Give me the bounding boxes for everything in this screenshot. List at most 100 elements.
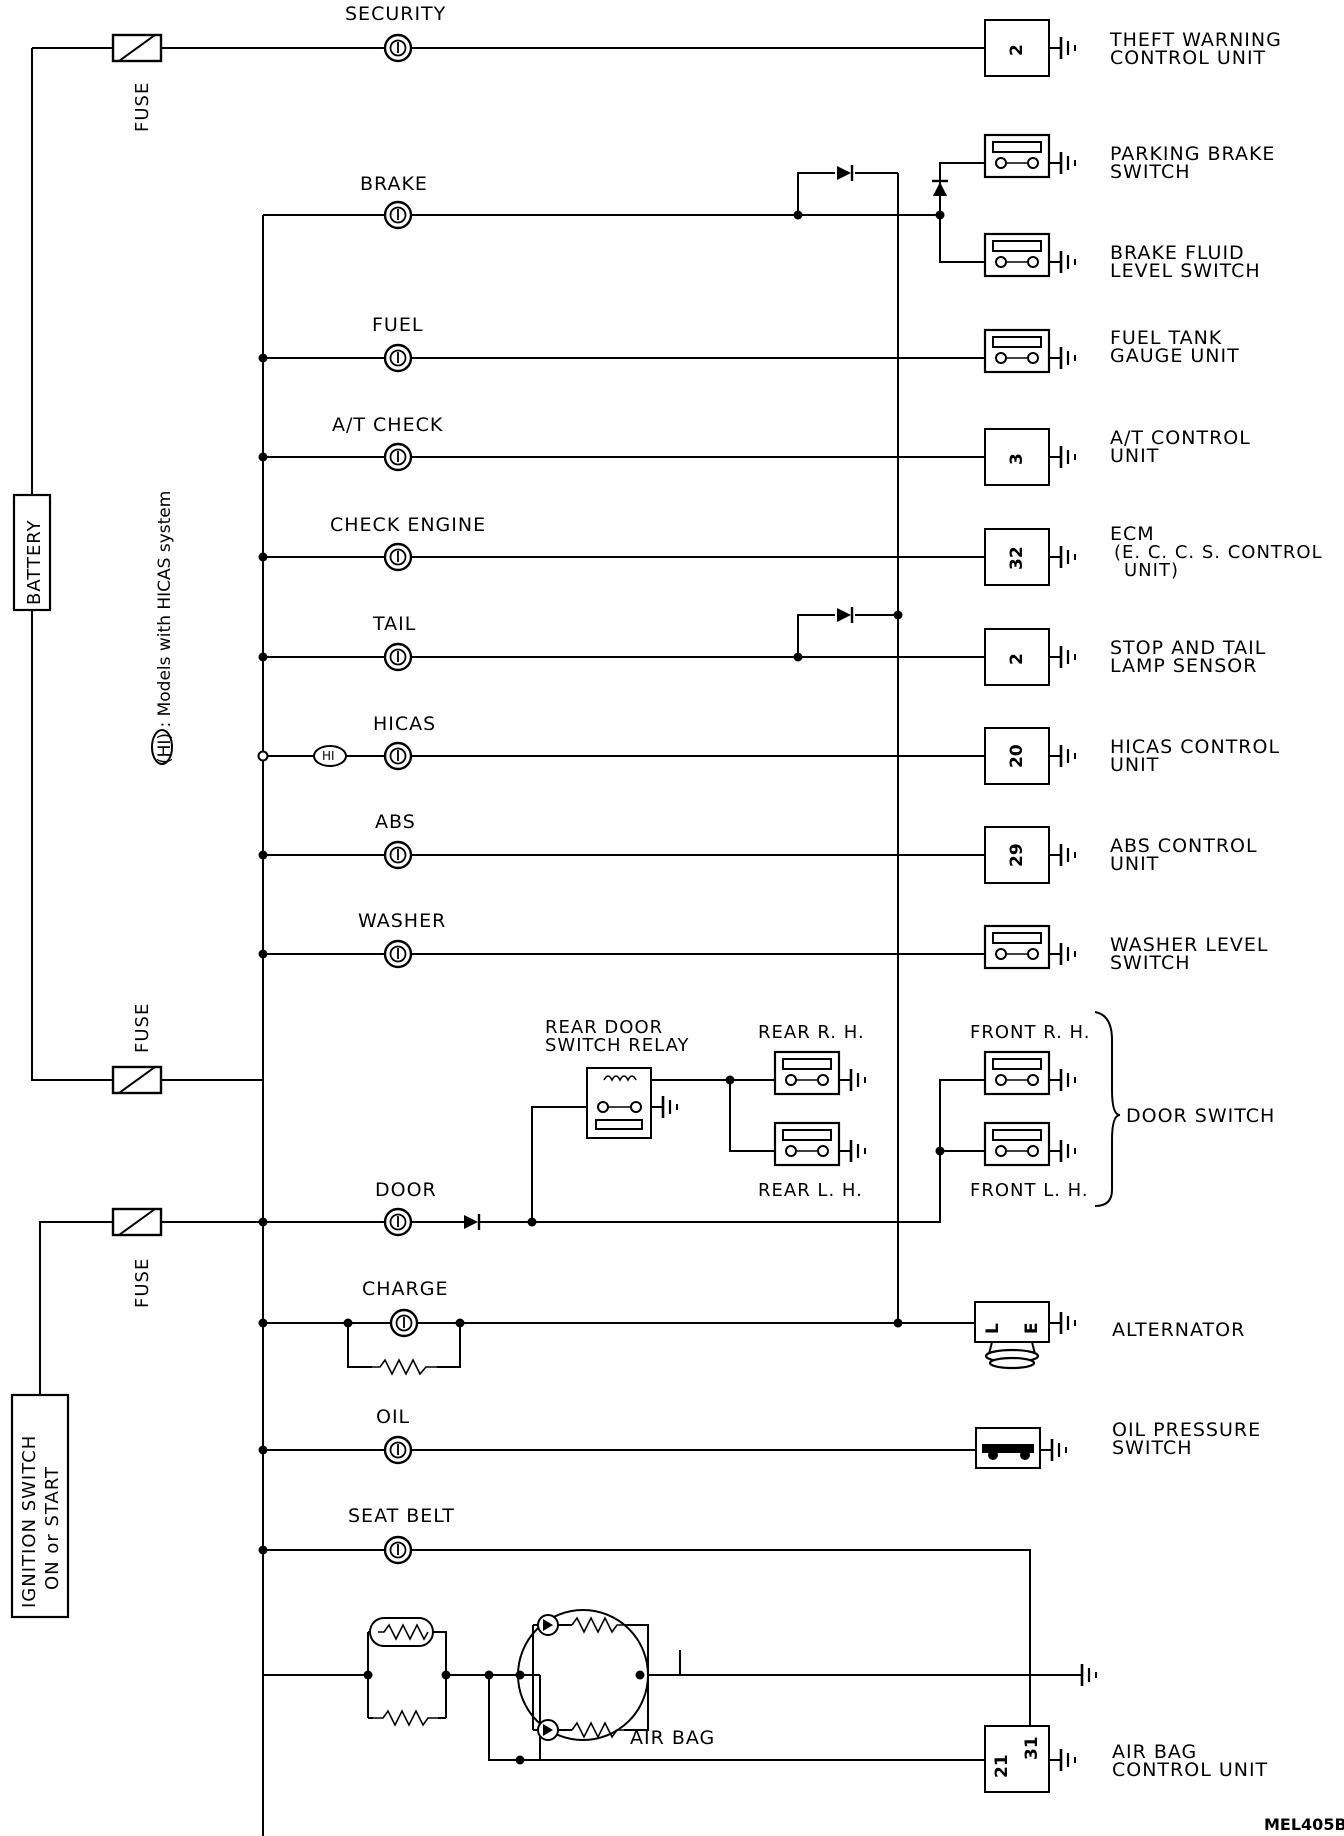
door-lamp <box>383 1207 413 1237</box>
seat-belt-label: SEAT BELT <box>348 1505 455 1527</box>
hicas-note-text: (HI) : Models with HICAS system <box>155 491 175 764</box>
figure-code: MEL405B <box>1264 1815 1344 1834</box>
ecm-label-1: ECM <box>1110 523 1155 545</box>
security-lamp <box>383 33 413 63</box>
airbag-resistor-bulb <box>369 1617 434 1647</box>
brake-fluid-switch: BRAKE FLUID LEVEL SWITCH <box>983 232 1261 282</box>
tail-label: TAIL <box>372 613 416 635</box>
stop-label-1: STOP AND TAIL <box>1110 637 1266 659</box>
charge-resistor <box>372 1358 437 1376</box>
hicas-unit-label-1: HICAS CONTROL <box>1110 736 1280 758</box>
abs-label: ABS <box>375 811 416 833</box>
fuse-top <box>111 33 163 63</box>
front-rh-label: FRONT R. H. <box>970 1022 1090 1043</box>
ecm-label-3: UNIT) <box>1124 560 1179 581</box>
airbag-unit-label-2: CONTROL UNIT <box>1112 1759 1268 1781</box>
stop-label-2: LAMP SENSOR <box>1110 655 1257 677</box>
rear-lh-switch: REAR L. H. <box>758 1121 867 1201</box>
abs-unit-label-2: UNIT <box>1110 853 1159 875</box>
rear-lh-label: REAR L. H. <box>758 1180 863 1201</box>
hi-connector: HI <box>313 745 347 767</box>
ignition-label-line2: ON or START <box>42 1466 63 1590</box>
hicas-unit-label-2: UNIT <box>1110 754 1159 776</box>
washer-unit-label-1: WASHER LEVEL <box>1110 934 1269 956</box>
stop-pin: 2 <box>1007 653 1027 665</box>
airbag-pin-b: 31 <box>1022 1736 1042 1760</box>
rear-rh-label: REAR R. H. <box>758 1022 865 1043</box>
fluid-label-2: LEVEL SWITCH <box>1110 260 1261 282</box>
theft-warning-unit: 2 THEFT WARNING CONTROL UNIT <box>984 19 1282 77</box>
parking-label-2: SWITCH <box>1110 161 1191 183</box>
ignition-switch: IGNITION SWITCH ON or START <box>10 1393 70 1619</box>
check-engine-label: CHECK ENGINE <box>330 514 486 536</box>
hicas-lamp <box>383 741 413 771</box>
theft-pin: 2 <box>1007 44 1027 56</box>
theft-label-2: CONTROL UNIT <box>1110 47 1266 69</box>
brake-label: BRAKE <box>360 173 428 195</box>
hicas-label: HICAS <box>373 713 436 735</box>
abs-unit-label-1: ABS CONTROL <box>1110 835 1258 857</box>
alt-pin-e: E <box>1022 1322 1042 1334</box>
airbag-module: AIR BAG <box>517 1609 715 1749</box>
rear-door-relay: REAR DOOR SWITCH RELAY <box>545 1017 690 1139</box>
fuse-bottom <box>111 1207 163 1237</box>
door-label: DOOR <box>375 1179 437 1201</box>
ecm-label-2: (E. C. C. S. CONTROL <box>1114 542 1323 563</box>
airbag-pin-a: 21 <box>992 1754 1012 1778</box>
at-label-1: A/T CONTROL <box>1110 427 1251 449</box>
airbag-control-unit: 21 31 AIR BAG CONTROL UNIT <box>984 1725 1268 1793</box>
battery: BATTERY <box>12 493 52 612</box>
at-label-2: UNIT <box>1110 445 1159 467</box>
at-check-lamp <box>383 442 413 472</box>
brake-lamp <box>383 200 413 230</box>
hi-connector-label: HI <box>322 749 335 763</box>
wires <box>31 47 1070 1836</box>
junctions <box>257 210 945 1765</box>
hicas-note: (HI) : Models with HICAS system <box>151 491 175 765</box>
airbag-ground <box>1068 1662 1098 1688</box>
ecm-pin: 32 <box>1007 546 1027 570</box>
oil-lamp <box>383 1435 413 1465</box>
airbag-label: AIR BAG <box>630 1727 715 1749</box>
check-engine-lamp <box>383 542 413 572</box>
at-pin: 3 <box>1007 453 1027 465</box>
washer-label: WASHER <box>358 910 446 932</box>
front-rh-switch: FRONT R. H. <box>970 1022 1090 1096</box>
door-switch-label: DOOR SWITCH <box>1126 1105 1275 1127</box>
fuse-label-bottom: FUSE <box>132 1258 153 1308</box>
door-switch-bracket: DOOR SWITCH <box>1094 1011 1275 1207</box>
fuse-middle <box>111 1065 163 1095</box>
abs-lamp <box>383 840 413 870</box>
at-check-label: A/T CHECK <box>332 414 443 436</box>
fuel-gauge-unit: FUEL TANK GAUGE UNIT <box>983 327 1240 374</box>
relay-label-2: SWITCH RELAY <box>545 1035 690 1056</box>
abs-pin: 29 <box>1007 843 1027 867</box>
airbag-unit-label-1: AIR BAG <box>1112 1741 1197 1763</box>
oil-unit-label-1: OIL PRESSURE <box>1112 1419 1261 1441</box>
hicas-pin: 20 <box>1007 744 1027 768</box>
abs-control-unit: 29 ABS CONTROL UNIT <box>984 826 1258 884</box>
at-control-unit: 3 A/T CONTROL UNIT <box>984 427 1251 486</box>
oil-unit-label-2: SWITCH <box>1112 1437 1193 1459</box>
security-label: SECURITY <box>345 3 446 25</box>
parking-brake-diode <box>930 179 950 198</box>
fuel-lamp <box>383 343 413 373</box>
fuel-unit-label-1: FUEL TANK <box>1110 327 1222 349</box>
charge-label: CHARGE <box>362 1278 448 1300</box>
front-lh-label: FRONT L. H. <box>970 1180 1089 1201</box>
airbag-resistor-lower <box>373 1709 438 1727</box>
oil-pressure-switch: OIL PRESSURE SWITCH <box>975 1419 1261 1469</box>
seat-belt-lamp <box>383 1535 413 1565</box>
tail-lamp <box>383 642 413 672</box>
ignition-label-line1: IGNITION SWITCH <box>19 1435 40 1608</box>
stop-tail-sensor: 2 STOP AND TAIL LAMP SENSOR <box>984 628 1266 686</box>
theft-label-1: THEFT WARNING <box>1109 29 1282 51</box>
door-diode <box>462 1212 481 1232</box>
rear-rh-switch: REAR R. H. <box>758 1022 867 1096</box>
fuel-unit-label-2: GAUGE UNIT <box>1110 345 1240 367</box>
fluid-label-1: BRAKE FLUID <box>1110 242 1245 264</box>
charge-lamp <box>389 1308 419 1338</box>
parking-brake-switch: PARKING BRAKE SWITCH <box>983 133 1274 183</box>
alternator-label: ALTERNATOR <box>1112 1319 1245 1341</box>
